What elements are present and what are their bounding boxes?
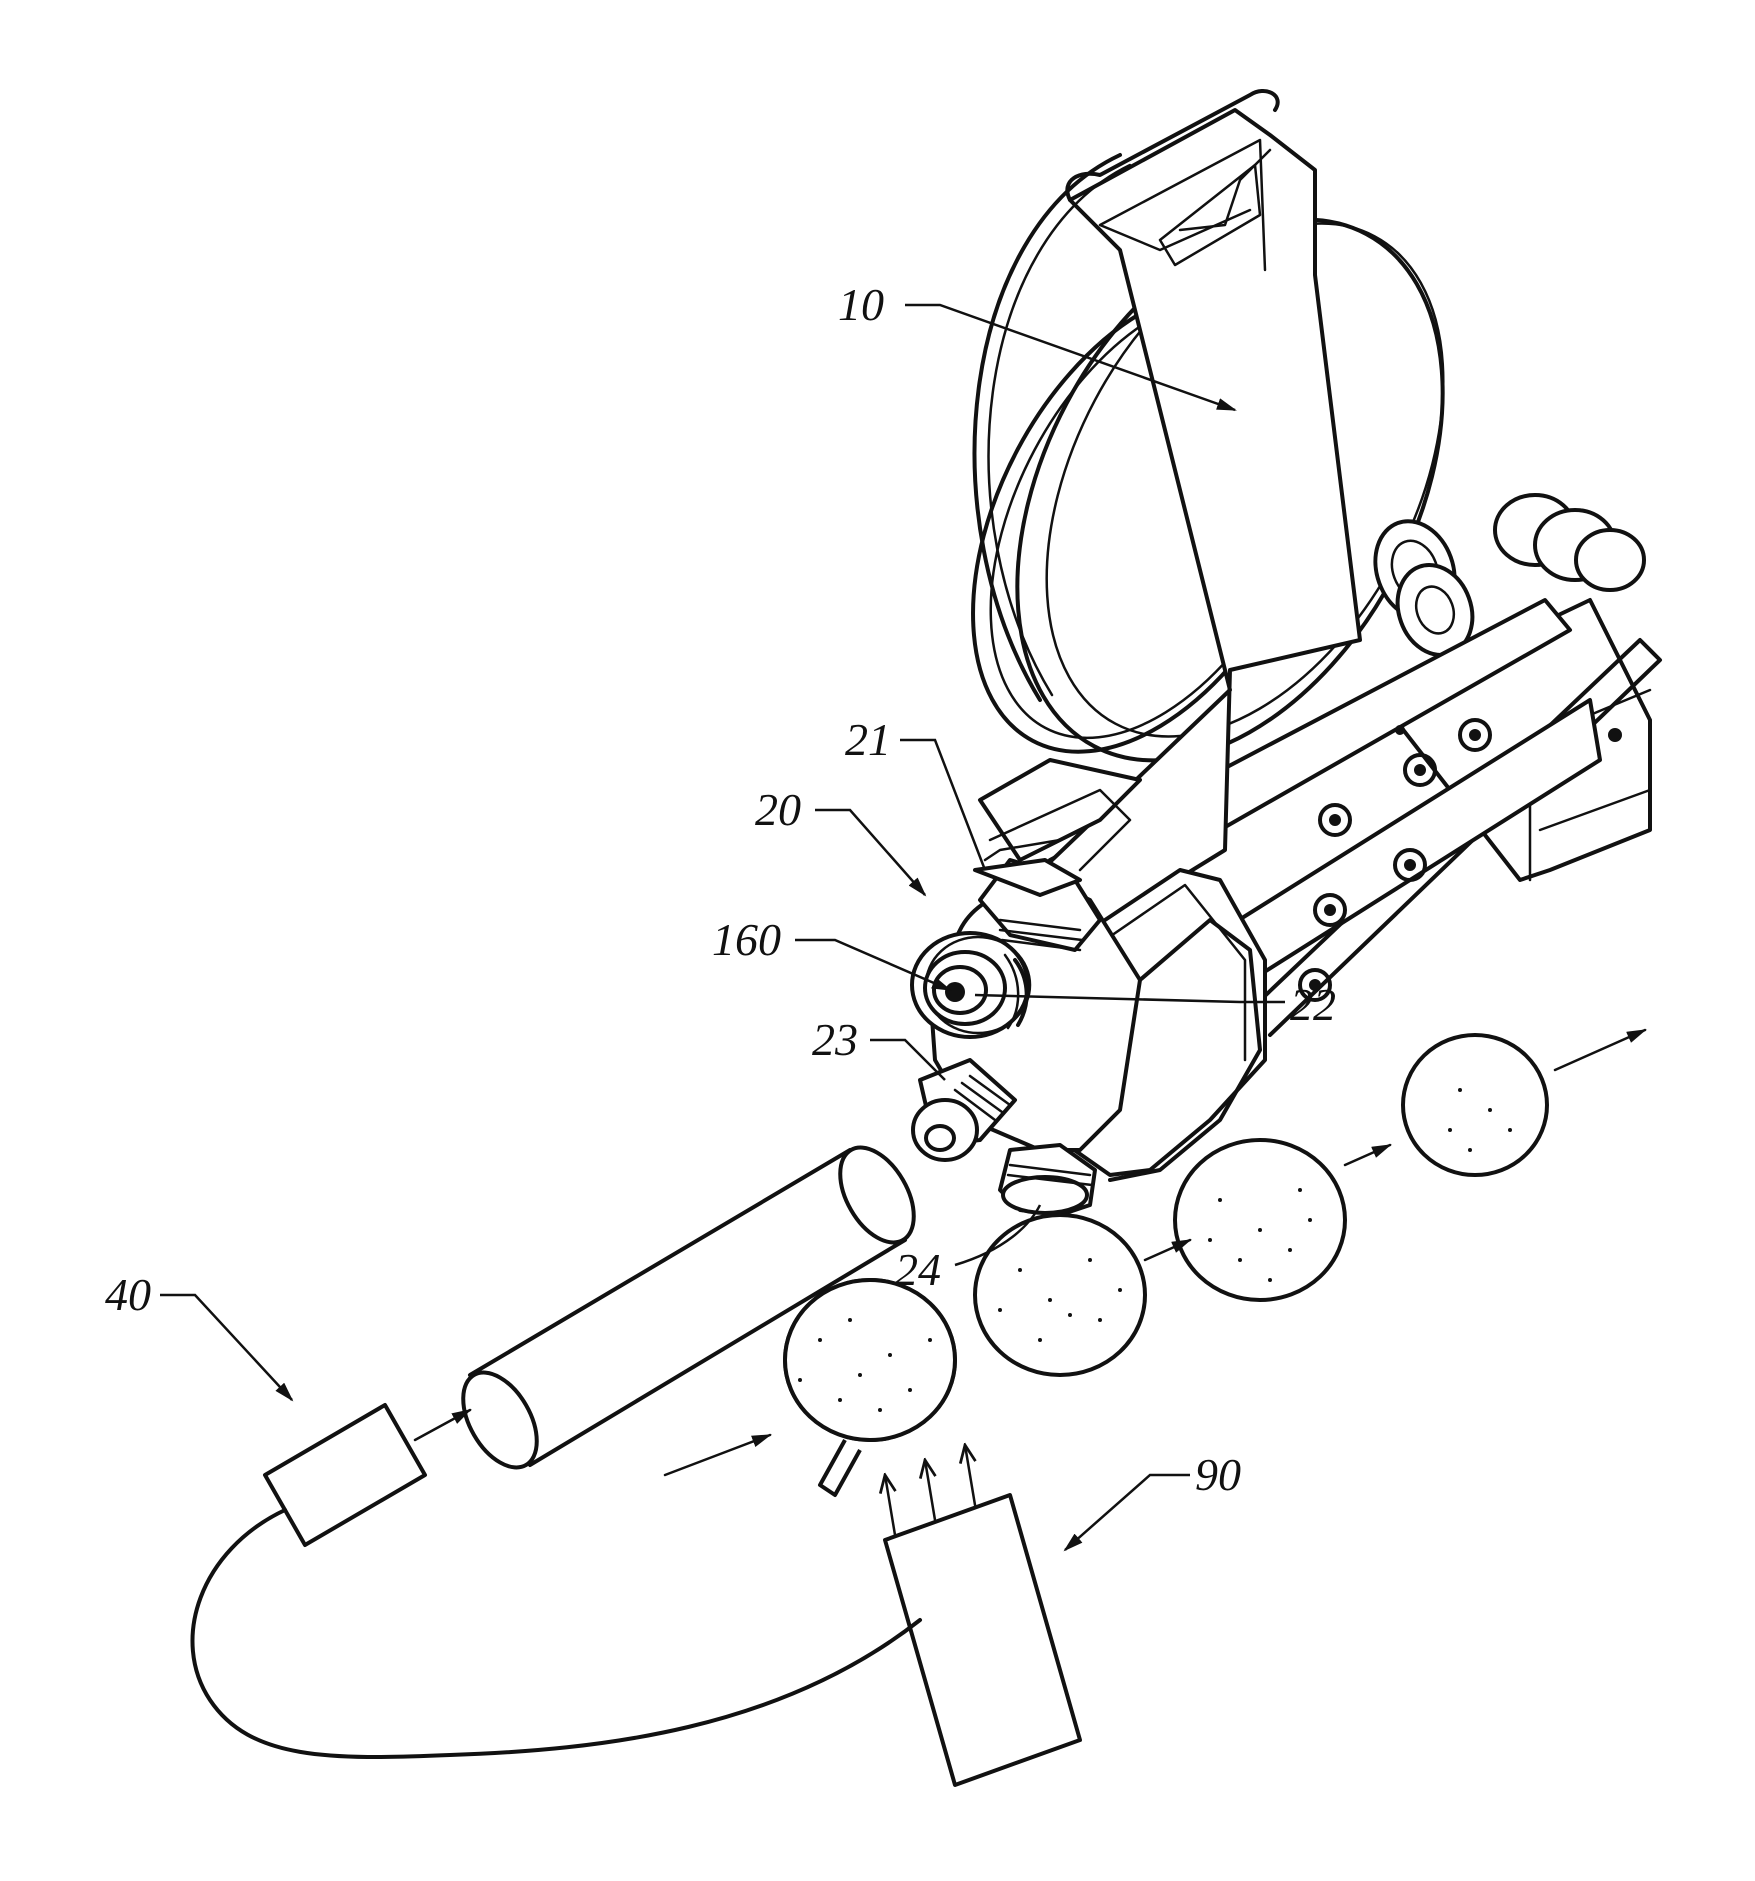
label-10: 10 <box>838 279 884 330</box>
label-21: 21 <box>845 714 891 765</box>
product-disc <box>975 1215 1145 1375</box>
nozzle-orifice <box>945 982 965 1002</box>
controller-box <box>265 1405 425 1545</box>
label-24: 24 <box>895 1244 941 1295</box>
product-disc <box>1403 1035 1547 1175</box>
label-20: 20 <box>755 784 801 835</box>
label-23: 23 <box>812 1014 858 1065</box>
label-22: 22 <box>1290 979 1336 1030</box>
label-90: 90 <box>1195 1449 1241 1500</box>
inspected-product <box>785 1280 955 1495</box>
label-40: 40 <box>105 1269 151 1320</box>
product-disc <box>1175 1140 1345 1300</box>
label-160: 160 <box>712 914 781 965</box>
front-nozzle <box>912 933 1030 1037</box>
signal-cable <box>192 1510 920 1757</box>
light-source-box <box>885 1495 1080 1785</box>
